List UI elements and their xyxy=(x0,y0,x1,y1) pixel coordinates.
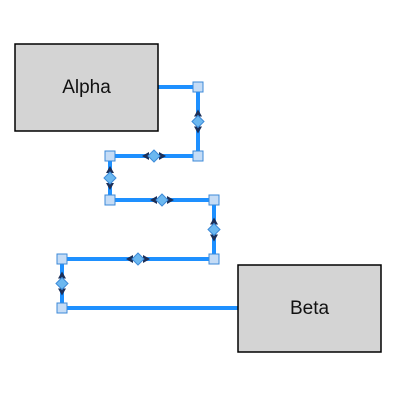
waypoint-handle-icon[interactable] xyxy=(192,150,204,162)
node-alpha-label: Alpha xyxy=(62,77,111,98)
waypoint-handle-icon[interactable] xyxy=(104,194,116,206)
waypoint-handle-icon[interactable] xyxy=(56,302,68,314)
waypoint-handle-icon[interactable] xyxy=(208,253,220,265)
node-beta-box[interactable] xyxy=(237,264,382,353)
waypoint-handle-icon[interactable] xyxy=(192,81,204,93)
waypoint-handle-icon[interactable] xyxy=(208,194,220,206)
segment-move-handle-icon[interactable] xyxy=(142,149,166,163)
node-beta-label: Beta xyxy=(290,298,330,319)
node-beta[interactable]: Beta xyxy=(237,264,382,353)
segment-move-handle-icon[interactable] xyxy=(126,252,150,266)
waypoint-handle-icon[interactable] xyxy=(104,150,116,162)
segment-move-handle-icon[interactable] xyxy=(150,193,174,207)
node-alpha[interactable]: Alpha xyxy=(14,43,159,132)
segment-move-handle-icon[interactable] xyxy=(207,217,221,242)
segment-move-handle-icon[interactable] xyxy=(55,271,69,296)
waypoint-handle-icon[interactable] xyxy=(56,253,68,265)
edge-handles[interactable] xyxy=(55,81,221,314)
node-alpha-box[interactable] xyxy=(14,43,159,132)
segment-move-handle-icon[interactable] xyxy=(103,166,117,190)
segment-move-handle-icon[interactable] xyxy=(191,109,205,134)
